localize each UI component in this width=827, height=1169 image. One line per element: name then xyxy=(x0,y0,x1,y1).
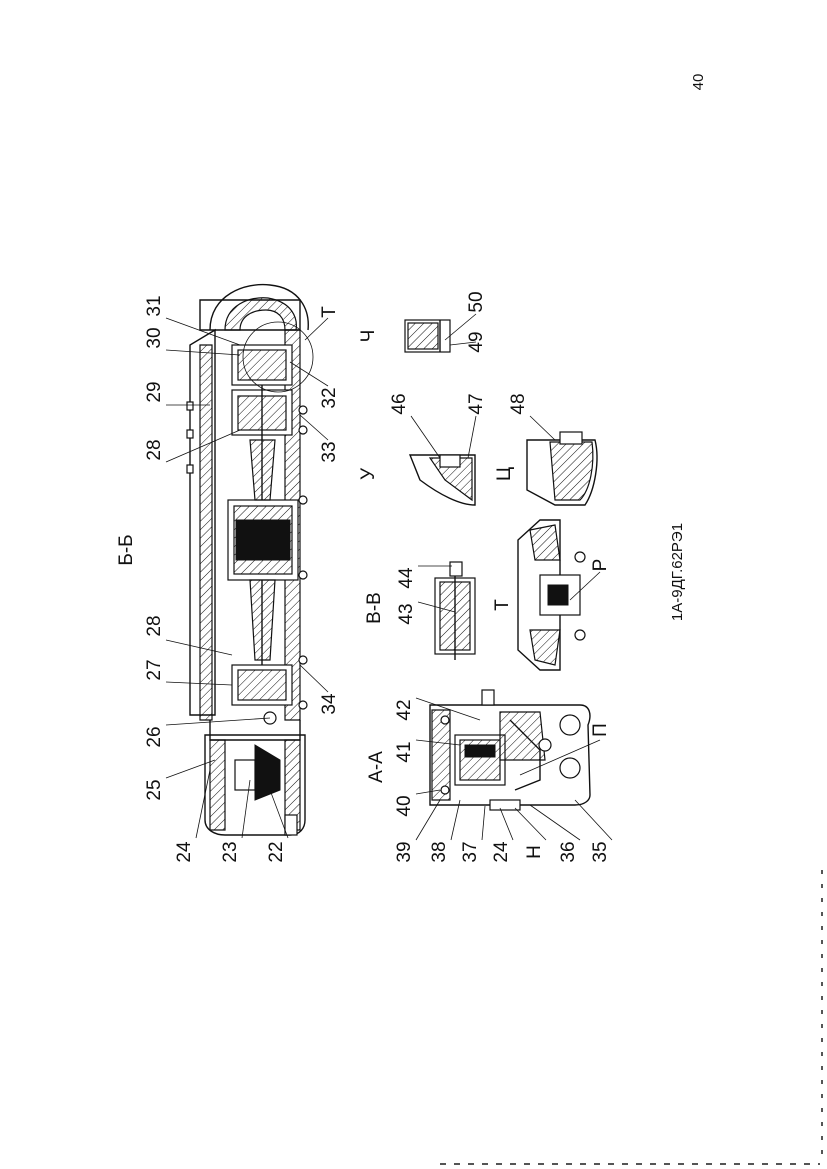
section-vv-drawing xyxy=(434,561,476,660)
section-bb-drawing xyxy=(186,283,314,836)
callout-48: 48 xyxy=(508,393,529,414)
detail-label-u: У xyxy=(358,467,379,480)
section-label-n: Н xyxy=(524,845,545,859)
callout-37: 37 xyxy=(460,841,481,862)
detail-label-t: Т xyxy=(492,599,513,611)
callout-33: 33 xyxy=(319,441,340,462)
callouts-aa: А-А 42 41 40 39 38 37 24 Н 36 35 П xyxy=(366,697,613,863)
callout-30: 30 xyxy=(144,327,165,348)
callout-46: 46 xyxy=(389,393,410,414)
callout-49: 49 xyxy=(466,331,487,352)
detail-ch-drawing xyxy=(404,319,451,353)
callout-34: 34 xyxy=(319,693,340,715)
callout-36: 36 xyxy=(558,841,579,862)
callout-40: 40 xyxy=(394,795,415,816)
scan-edge-marks xyxy=(440,870,823,1165)
callout-28-mid: 28 xyxy=(144,615,165,636)
callouts-bb: 31 30 29 28 28 27 26 25 24 23 22 32 33 3… xyxy=(116,295,340,862)
callout-28-top: 28 xyxy=(144,439,165,460)
page-number: 40 xyxy=(690,74,707,91)
section-label-p: П xyxy=(590,723,611,737)
callout-26: 26 xyxy=(144,726,165,747)
callout-41: 41 xyxy=(394,741,415,762)
callout-24-aa: 24 xyxy=(491,841,512,863)
callout-32: 32 xyxy=(319,387,340,408)
detail-ts-drawing xyxy=(526,431,598,506)
callout-23: 23 xyxy=(220,841,241,862)
callout-29: 29 xyxy=(144,381,165,402)
section-label-r: Р xyxy=(590,559,611,572)
callout-27: 27 xyxy=(144,659,165,680)
callout-22: 22 xyxy=(266,841,287,862)
section-label-vv: В-В xyxy=(364,592,385,624)
callout-39: 39 xyxy=(394,841,415,862)
callout-31: 31 xyxy=(144,295,165,316)
callouts-ch: Ч 50 49 xyxy=(358,291,487,352)
callout-43: 43 xyxy=(396,603,417,624)
callout-24: 24 xyxy=(174,841,195,863)
callout-50: 50 xyxy=(466,291,487,312)
callout-42: 42 xyxy=(394,699,415,720)
detail-t-drawing xyxy=(517,519,586,671)
section-label-aa: А-А xyxy=(366,751,387,783)
section-label-bb: Б-Б xyxy=(116,534,137,565)
detail-u-drawing xyxy=(408,454,476,506)
callout-38: 38 xyxy=(429,841,450,862)
detail-label-t-top: Т xyxy=(319,306,340,318)
callout-35: 35 xyxy=(590,841,611,862)
section-aa-drawing xyxy=(429,689,591,811)
callouts-vv: В-В 44 43 xyxy=(364,565,456,625)
detail-label-ts: Ц xyxy=(494,467,515,481)
detail-label-ch: Ч xyxy=(358,330,379,343)
callouts-u: У 46 47 xyxy=(358,393,487,480)
callout-44: 44 xyxy=(396,567,417,589)
document-code: 1А-9ДГ.62РЭ1 xyxy=(669,523,686,621)
callout-25: 25 xyxy=(144,779,165,800)
callout-47: 47 xyxy=(466,393,487,414)
callouts-detail-t: Т Р xyxy=(492,559,611,611)
callouts-ts: Ц 48 xyxy=(494,393,556,481)
